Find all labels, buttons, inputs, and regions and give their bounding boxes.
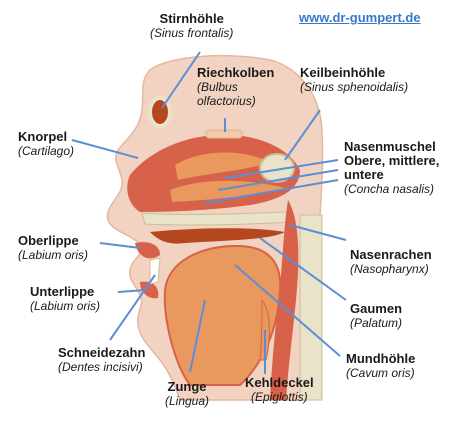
label-nasenrachen-de: Nasenrachen bbox=[350, 248, 432, 262]
label-nasenmuschel-de1: Nasenmuschel bbox=[344, 140, 439, 154]
label-schneidezahn-la: (Dentes incisivi) bbox=[58, 360, 145, 374]
label-zunge-de: Zunge bbox=[165, 380, 209, 394]
label-nasenrachen: Nasenrachen (Nasopharynx) bbox=[350, 248, 432, 276]
label-knorpel-la: (Cartilago) bbox=[18, 144, 74, 158]
label-nasenmuschel: Nasenmuschel Obere, mittlere, untere (Co… bbox=[344, 140, 439, 196]
label-stirnhoehle-la: (Sinus frontalis) bbox=[150, 26, 233, 40]
label-nasenmuschel-de2: Obere, mittlere, bbox=[344, 154, 439, 168]
label-zunge-la: (Lingua) bbox=[165, 394, 209, 408]
label-kehldeckel-la: (Epiglottis) bbox=[245, 390, 314, 404]
label-schneidezahn-de: Schneidezahn bbox=[58, 346, 145, 360]
label-mundhoehle: Mundhöhle (Cavum oris) bbox=[346, 352, 415, 380]
label-gaumen-la: (Palatum) bbox=[350, 316, 402, 330]
label-zunge: Zunge (Lingua) bbox=[165, 380, 209, 408]
label-unterlippe: Unterlippe (Labium oris) bbox=[30, 285, 100, 313]
source-link[interactable]: www.dr-gumpert.de bbox=[299, 10, 421, 25]
label-keilbeinhoehle: Keilbeinhöhle (Sinus sphenoidalis) bbox=[300, 66, 408, 94]
leader-oberlippe bbox=[100, 243, 140, 248]
label-mundhoehle-la: (Cavum oris) bbox=[346, 366, 415, 380]
label-nasenmuschel-la: (Concha nasalis) bbox=[344, 182, 439, 196]
label-knorpel: Knorpel (Cartilago) bbox=[18, 130, 74, 158]
label-riechkolben: Riechkolben (Bulbus olfactorius) bbox=[197, 66, 274, 108]
label-unterlippe-de: Unterlippe bbox=[30, 285, 100, 299]
label-knorpel-de: Knorpel bbox=[18, 130, 74, 144]
label-riechkolben-la1: (Bulbus bbox=[197, 80, 274, 94]
label-oberlippe-de: Oberlippe bbox=[18, 234, 88, 248]
label-stirnhoehle: Stirnhöhle (Sinus frontalis) bbox=[150, 12, 233, 40]
label-stirnhoehle-de: Stirnhöhle bbox=[150, 12, 233, 26]
label-schneidezahn: Schneidezahn (Dentes incisivi) bbox=[58, 346, 145, 374]
spine bbox=[300, 215, 322, 400]
label-oberlippe: Oberlippe (Labium oris) bbox=[18, 234, 88, 262]
label-riechkolben-de: Riechkolben bbox=[197, 66, 274, 80]
label-oberlippe-la: (Labium oris) bbox=[18, 248, 88, 262]
label-riechkolben-la2: olfactorius) bbox=[197, 94, 274, 108]
label-gaumen-de: Gaumen bbox=[350, 302, 402, 316]
label-mundhoehle-de: Mundhöhle bbox=[346, 352, 415, 366]
label-keilbeinhoehle-de: Keilbeinhöhle bbox=[300, 66, 408, 80]
label-unterlippe-la: (Labium oris) bbox=[30, 299, 100, 313]
label-gaumen: Gaumen (Palatum) bbox=[350, 302, 402, 330]
label-nasenmuschel-de3: untere bbox=[344, 168, 439, 182]
label-kehldeckel: Kehldeckel (Epiglottis) bbox=[245, 376, 314, 404]
label-keilbeinhoehle-la: (Sinus sphenoidalis) bbox=[300, 80, 408, 94]
label-kehldeckel-de: Kehldeckel bbox=[245, 376, 314, 390]
palate-bone bbox=[142, 212, 292, 225]
label-nasenrachen-la: (Nasopharynx) bbox=[350, 262, 432, 276]
